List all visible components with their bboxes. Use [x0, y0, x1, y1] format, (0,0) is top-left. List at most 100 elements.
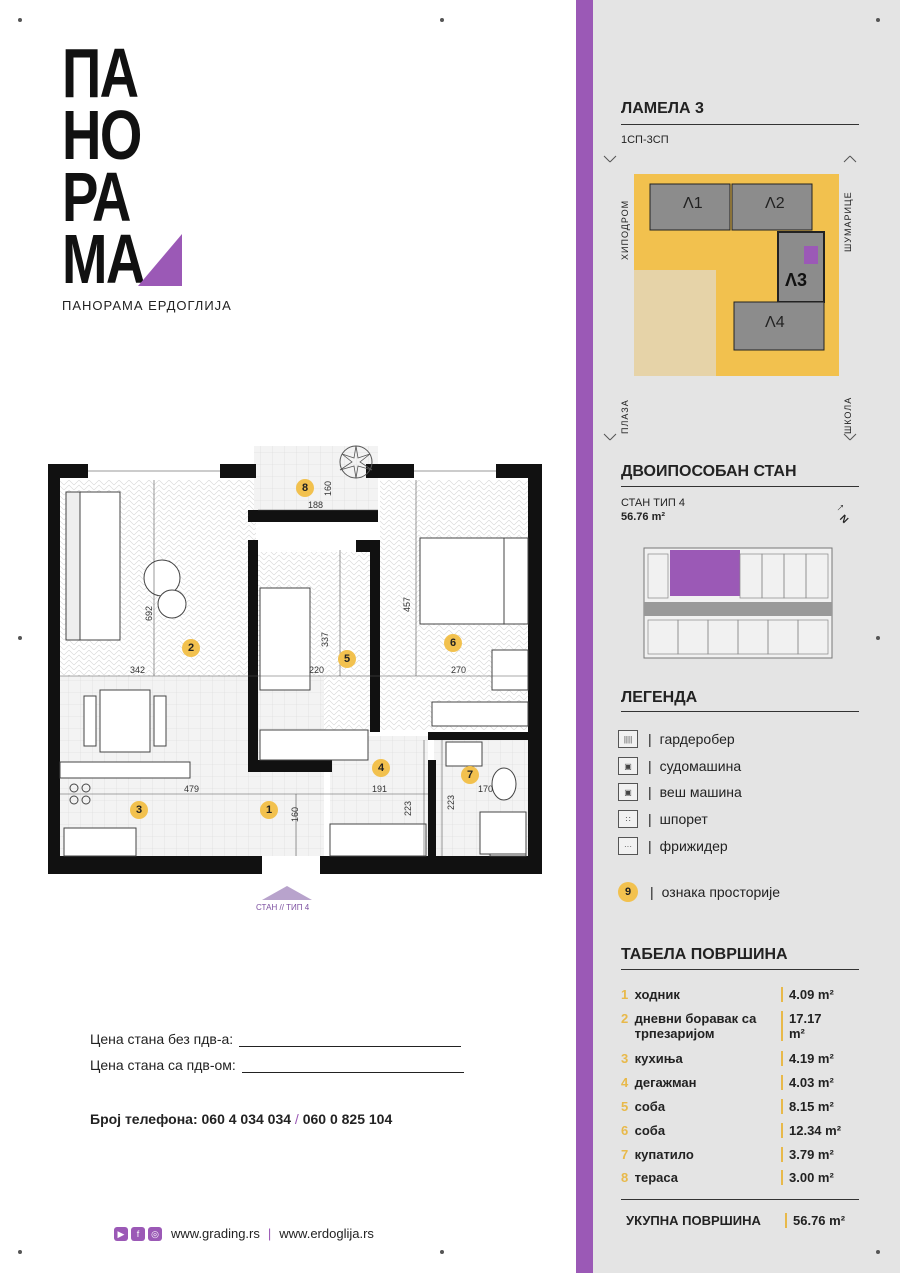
phone-number-1[interactable]: 060 4 034 034 — [201, 1111, 292, 1127]
washing-machine-icon: ▣ — [618, 783, 638, 801]
divider — [621, 486, 859, 487]
legend-label: фрижидер — [659, 838, 728, 854]
area-row: 8 тераса 3.00 m² — [621, 1170, 859, 1185]
legend-item: |||| | гардеробер — [618, 729, 735, 749]
dimension-label: 223 — [446, 794, 456, 810]
room-badge-1: 1 — [260, 801, 278, 819]
area-row: 7 купатило 3.79 m² — [621, 1147, 859, 1162]
legend-label: ознака просторије — [661, 884, 781, 900]
room-marker-badge: 9 — [618, 882, 638, 902]
crop-mark — [18, 1250, 22, 1254]
legend-separator: | — [650, 884, 654, 900]
area-row-name: соба — [634, 1123, 666, 1138]
legend-separator: | — [648, 784, 652, 800]
legend-separator: | — [648, 731, 652, 747]
area-row: 1 ходник 4.09 m² — [621, 987, 859, 1002]
room-badge-7: 7 — [461, 766, 479, 784]
dishwasher-icon: ▣ — [618, 757, 638, 775]
area-row-name: соба — [634, 1099, 666, 1114]
block-l1: Λ1 — [683, 195, 703, 212]
area-row-name: кухиња — [634, 1051, 683, 1066]
floor-key-plan — [643, 547, 833, 659]
plan-caption: СТАН // ТИП 4 — [256, 903, 310, 912]
area-row-value: 8.15 m² — [781, 1099, 834, 1114]
side-label-skola: ШКОЛА — [843, 396, 853, 434]
block-l2: Λ2 — [765, 195, 785, 212]
total-area-value: 56.76 m² — [785, 1213, 845, 1228]
dimension-label: 188 — [308, 500, 324, 510]
lamela-title: ЛАМЕЛА 3 — [621, 100, 704, 117]
divider — [621, 711, 859, 712]
area-row-number: 5 — [621, 1099, 629, 1114]
area-row-name: ходник — [634, 987, 680, 1002]
side-label-plaza: ПЛАЗА — [620, 399, 630, 434]
legend-label: гардеробер — [659, 731, 735, 747]
area-row-value: 4.03 m² — [781, 1075, 834, 1090]
crop-mark — [876, 636, 880, 640]
legend-separator: | — [648, 838, 652, 854]
website-link-erdoglija[interactable]: www.erdoglija.rs — [279, 1226, 374, 1241]
logo-row: РА — [62, 158, 131, 236]
fridge-icon: ··· — [618, 837, 638, 855]
crop-mark — [876, 1250, 880, 1254]
phone-label: Број телефона: — [90, 1111, 198, 1127]
area-row-value: 4.09 m² — [781, 987, 834, 1002]
legend-label: веш машина — [659, 784, 742, 800]
phone-number-2[interactable]: 060 0 825 104 — [302, 1111, 393, 1127]
area-row-number: 4 — [621, 1075, 629, 1090]
area-row: 6 соба 12.34 m² — [621, 1123, 859, 1138]
entrance-arrow-icon — [262, 886, 312, 900]
area-row-name: дневни боравак са трпезаријом — [634, 1011, 757, 1041]
dimension-label: 270 — [451, 665, 467, 675]
areas-title: ТАБЕЛА ПОВРШИНА — [621, 946, 788, 963]
apartment-area: 56.76 m² — [621, 511, 666, 523]
room-badge-2: 2 — [182, 639, 200, 657]
area-row-number: 8 — [621, 1170, 629, 1185]
room-badge-3: 3 — [130, 801, 148, 819]
logo-row: НО — [62, 96, 142, 174]
phone-line: Број телефона: 060 4 034 034 / 060 0 825… — [90, 1111, 392, 1127]
area-row-value: 4.19 m² — [781, 1051, 834, 1066]
youtube-icon[interactable]: ▶ — [114, 1226, 128, 1241]
price-with-vat-label: Цена стана са пдв-ом: — [90, 1057, 236, 1073]
area-row: 5 соба 8.15 m² — [621, 1099, 859, 1114]
dimension-label: 337 — [320, 631, 330, 647]
footer: ▶ f ◎ www.grading.rs | www.erdoglija.rs — [114, 1226, 374, 1241]
room-badge-6: 6 — [444, 634, 462, 652]
price-with-vat-field — [241, 1060, 464, 1073]
website-link-grading[interactable]: www.grading.rs — [171, 1226, 260, 1241]
crop-mark — [876, 18, 880, 22]
area-row: 4 дегажман 4.03 m² — [621, 1075, 859, 1090]
site-map — [603, 155, 857, 441]
dimension-label: 170 — [478, 784, 494, 794]
logo: ПА НО РА МА — [62, 34, 182, 298]
legend-item: ··· | фрижидер — [618, 836, 728, 856]
divider — [621, 124, 859, 125]
dimension-label: 457 — [402, 596, 412, 612]
accent-stripe — [576, 0, 593, 1273]
legend-separator: | — [648, 758, 652, 774]
legend-room-marker: 9 | ознака просторије — [618, 882, 780, 902]
block-l4: Λ4 — [765, 314, 785, 331]
room-badge-4: 4 — [372, 759, 390, 777]
area-row-value: 17.17 m² — [781, 1011, 822, 1041]
instagram-icon[interactable]: ◎ — [148, 1226, 162, 1241]
price-with-vat: Цена стана са пдв-ом: — [90, 1057, 464, 1073]
dimension-label: 692 — [144, 605, 154, 621]
legend-separator: | — [648, 811, 652, 827]
legend-item: ∷ | шпорет — [618, 809, 708, 829]
wardrobe-icon: |||| — [618, 730, 638, 748]
legend-label: шпорет — [659, 811, 708, 827]
dimension-label: 342 — [130, 665, 146, 675]
area-row-name: тераса — [634, 1170, 679, 1185]
dimension-label: 220 — [309, 665, 325, 675]
total-area-label: УКУПНА ПОВРШИНА — [626, 1213, 761, 1228]
logo-subtitle: ПАНОРАМА ЕРДОГЛИЈА — [62, 298, 232, 313]
footer-separator: | — [267, 1226, 272, 1241]
lamela-floors: 1СП-3СП — [621, 134, 669, 146]
logo-row: ПА — [62, 34, 139, 112]
area-row-number: 7 — [621, 1147, 629, 1162]
facebook-icon[interactable]: f — [131, 1226, 145, 1241]
crop-mark — [440, 1250, 444, 1254]
logo-row: МА — [62, 220, 145, 298]
